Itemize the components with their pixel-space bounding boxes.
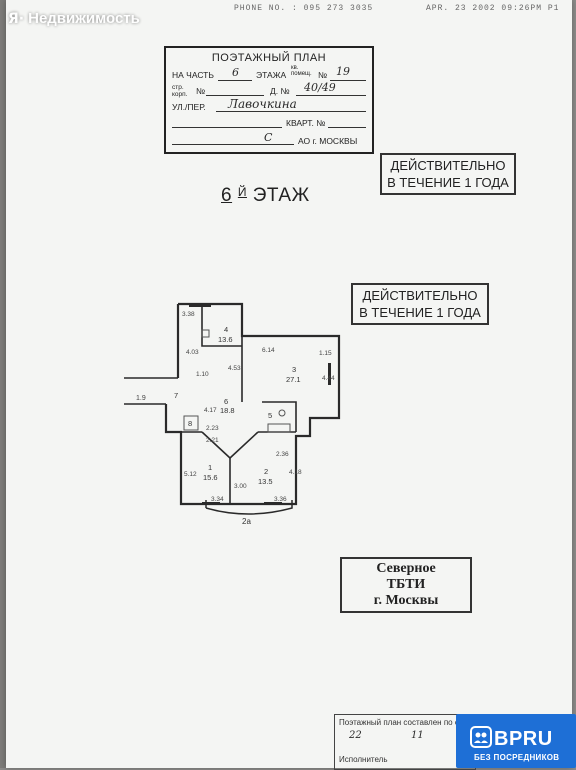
stamp-apt-value: 19 bbox=[336, 65, 350, 78]
room-1-area: 15.6 bbox=[203, 473, 218, 482]
floor-title: 6 Й ЭТАЖ bbox=[221, 185, 310, 207]
room-3-area: 27.1 bbox=[286, 375, 301, 384]
bottom-note-line1: Поэтажный план составлен по с bbox=[339, 718, 459, 727]
yandex-ya-icon: Я· bbox=[8, 10, 25, 27]
dimension-label: 4.44 bbox=[322, 375, 335, 382]
room-6-number: 6 bbox=[224, 397, 228, 406]
brand-badge[interactable]: BPRU БЕЗ ПОСРЕДНИКОВ bbox=[456, 714, 576, 768]
bottom-note-month: 11 bbox=[411, 730, 424, 741]
stamp-kv-label: кв. помещ. bbox=[291, 65, 312, 77]
watermark: Я· Недвижимость bbox=[8, 10, 140, 27]
dimension-label: 5.12 bbox=[184, 471, 197, 478]
watermark-text: Недвижимость bbox=[28, 10, 140, 27]
dimension-label: 3.34 bbox=[211, 496, 224, 503]
stamp-house-label: Д. № bbox=[270, 86, 290, 96]
dimension-label: 2.21 bbox=[206, 437, 219, 444]
balcony-label: 2а bbox=[242, 517, 251, 526]
validity-top-line1: ДЕЙСТВИТЕЛЬНО bbox=[390, 158, 506, 173]
floor-plan-stamp: ПОЭТАЖНЫЙ ПЛАН НА ЧАСТЬ 6 ЭТАЖА кв. поме… bbox=[164, 46, 374, 154]
validity-stamp-top: ДЕЙСТВИТЕЛЬНО В ТЕЧЕНИЕ 1 ГОДА bbox=[380, 153, 516, 195]
dimension-label: 4.17 bbox=[204, 407, 217, 414]
room-3-number: 3 bbox=[292, 365, 296, 374]
room-6-area: 18.8 bbox=[220, 406, 235, 415]
stamp-street-value: Лавочкина bbox=[228, 97, 297, 111]
dimension-label: 3.38 bbox=[182, 311, 195, 318]
room-1-number: 1 bbox=[208, 463, 212, 472]
stamp-line1-mid: ЭТАЖА bbox=[256, 70, 287, 80]
room-2-number: 2 bbox=[264, 467, 268, 476]
dimension-label: 4.03 bbox=[186, 349, 199, 356]
people-group-icon bbox=[470, 726, 492, 748]
stamp-line1-prefix: НА ЧАСТЬ bbox=[172, 70, 214, 80]
bottom-note-executor: Исполнитель bbox=[339, 755, 388, 764]
stamp-title: ПОЭТАЖНЫЙ ПЛАН bbox=[211, 52, 327, 64]
room-7-number: 7 bbox=[174, 391, 178, 400]
fax-header-right: APR. 23 2002 09:26PM P1 bbox=[426, 4, 560, 13]
bottom-note-box: Поэтажный план составлен по с 22 11 Испо… bbox=[334, 714, 476, 770]
stamp-str-no: № bbox=[196, 86, 206, 96]
tbti-line2: ТБТИ bbox=[386, 577, 426, 592]
brand-tagline: БЕЗ ПОСРЕДНИКОВ bbox=[474, 753, 560, 762]
tbti-stamp: Северное ТБТИ г. Москвы bbox=[340, 557, 472, 613]
tbti-line1: Северное bbox=[376, 561, 436, 576]
stamp-ao-label: АО г. МОСКВЫ bbox=[298, 136, 358, 146]
dimension-label: 6.14 bbox=[262, 347, 275, 354]
document-sheet: PHONE NO. : 095 273 3035 APR. 23 2002 09… bbox=[6, 0, 572, 770]
floor-title-number: 6 bbox=[221, 185, 233, 206]
bottom-note-day: 22 bbox=[349, 730, 362, 741]
stamp-str-label: стр. корп. bbox=[172, 84, 188, 98]
dimension-label: 1.10 bbox=[196, 371, 209, 378]
fax-header-left: PHONE NO. : 095 273 3035 bbox=[234, 4, 374, 13]
stamp-district-value: С bbox=[264, 131, 273, 144]
room-5-number: 5 bbox=[268, 411, 272, 420]
validity-top-line2: В ТЕЧЕНИЕ 1 ГОДА bbox=[387, 175, 509, 190]
dimension-label: 4.18 bbox=[289, 469, 302, 476]
dimension-label: 1.9 bbox=[136, 395, 146, 402]
floor-title-word: ЭТАЖ bbox=[252, 185, 310, 206]
room-8-number: 8 bbox=[188, 419, 192, 428]
floor-title-suffix: Й bbox=[237, 185, 247, 199]
stamp-house-value: 40/49 bbox=[304, 81, 336, 94]
stamp-street-label: УЛ./ПЕР. bbox=[172, 102, 206, 112]
validity-mid-line1: ДЕЙСТВИТЕЛЬНО bbox=[362, 288, 478, 303]
brand-name: BPRU bbox=[494, 728, 553, 750]
dimension-label: 3.00 bbox=[234, 483, 247, 490]
room-4-number: 4 bbox=[224, 325, 228, 334]
validity-mid-line2: В ТЕЧЕНИЕ 1 ГОДА bbox=[359, 305, 481, 320]
room-4-area: 13.6 bbox=[218, 335, 233, 344]
stamp-floor-value: 6 bbox=[232, 66, 239, 79]
stamp-no-label: № bbox=[318, 70, 328, 80]
dimension-label: 3.36 bbox=[274, 496, 287, 503]
dimension-label: 2.36 bbox=[276, 451, 289, 458]
tbti-line3: г. Москвы bbox=[373, 593, 439, 608]
dimension-label: 4.53 bbox=[228, 365, 241, 372]
floor-plan-drawing: 4 13.6 3 27.1 6 18.8 5 7 8 1 15.6 2 13.5… bbox=[124, 302, 341, 526]
dimension-label: 2.23 bbox=[206, 425, 219, 432]
stamp-kvart-label: КВАРТ. № bbox=[286, 118, 326, 128]
room-2-area: 13.5 bbox=[258, 477, 273, 486]
validity-stamp-middle: ДЕЙСТВИТЕЛЬНО В ТЕЧЕНИЕ 1 ГОДА bbox=[351, 283, 489, 325]
dimension-label: 1.15 bbox=[319, 350, 332, 357]
